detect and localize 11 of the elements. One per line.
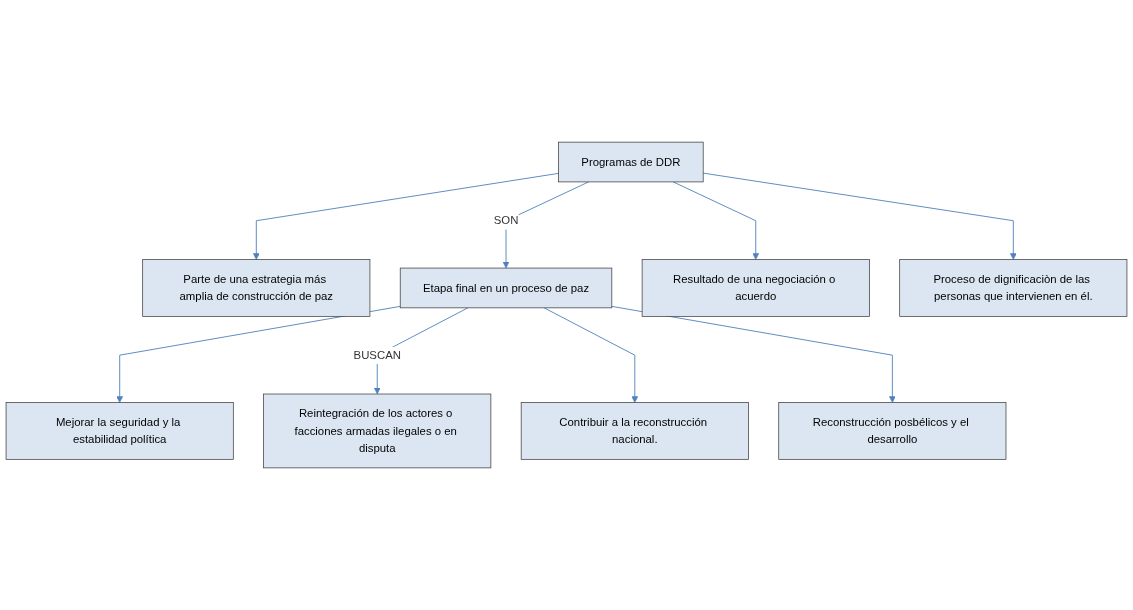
node-box: Resultado de una negociación o acuerdo [641,259,870,317]
node-box: Programas de DDR [558,141,704,183]
node-box: Reintegración de los actores o facciones armadas ilegales o en disputa [263,393,492,469]
edge-label: BUSCAN [353,348,401,362]
node-box: Parte de una estrategia más amplia de construcción de paz [142,259,371,317]
node-box: Reconstrucción posbélicos y el desarrollo [778,402,1007,460]
node-box: Etapa final en un proceso de paz [399,267,613,309]
node-box: Proceso de dignificaciòn de las personas que intervienen en él. [899,259,1128,317]
node-box: Contribuir a la reconstrucción nacional. [520,402,749,460]
node-box: Mejorar la seguridad y la estabilidad política [5,402,234,460]
edge-label: SON [493,213,519,227]
